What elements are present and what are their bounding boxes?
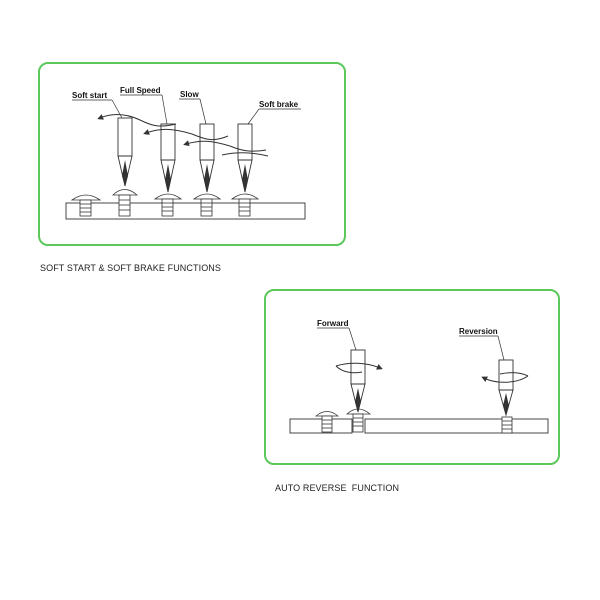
label-forward: Forward xyxy=(317,319,349,328)
screw-icon xyxy=(153,193,183,217)
screw-icon xyxy=(501,416,513,434)
label-soft-brake: Soft brake xyxy=(259,100,299,109)
screw-icon xyxy=(112,189,139,217)
screwdriver-icon xyxy=(199,123,215,193)
screwdriver-icon xyxy=(237,123,253,193)
label-slow: Slow xyxy=(180,90,199,99)
workpiece-plate xyxy=(65,202,306,220)
caption-soft-start-brake: SOFT START & SOFT BRAKE FUNCTIONS xyxy=(40,263,221,273)
label-reversion: Reversion xyxy=(459,327,498,336)
screw-icon xyxy=(314,411,340,433)
screw-icon xyxy=(192,193,222,217)
caption-auto-reverse: AUTO REVERSE FUNCTION xyxy=(275,483,400,493)
screw-icon xyxy=(230,193,260,217)
screwdriver-icon xyxy=(498,359,514,417)
screwdriver-icon xyxy=(160,123,176,193)
screw-icon xyxy=(70,194,102,217)
rotation-arrow-icon xyxy=(97,114,269,157)
screwdriver-icon xyxy=(117,117,133,187)
rotation-arrow-icon xyxy=(335,362,529,383)
screwdriver-icon xyxy=(350,349,366,413)
label-full-speed: Full Speed xyxy=(120,86,161,95)
label-soft-start: Soft start xyxy=(72,91,107,100)
